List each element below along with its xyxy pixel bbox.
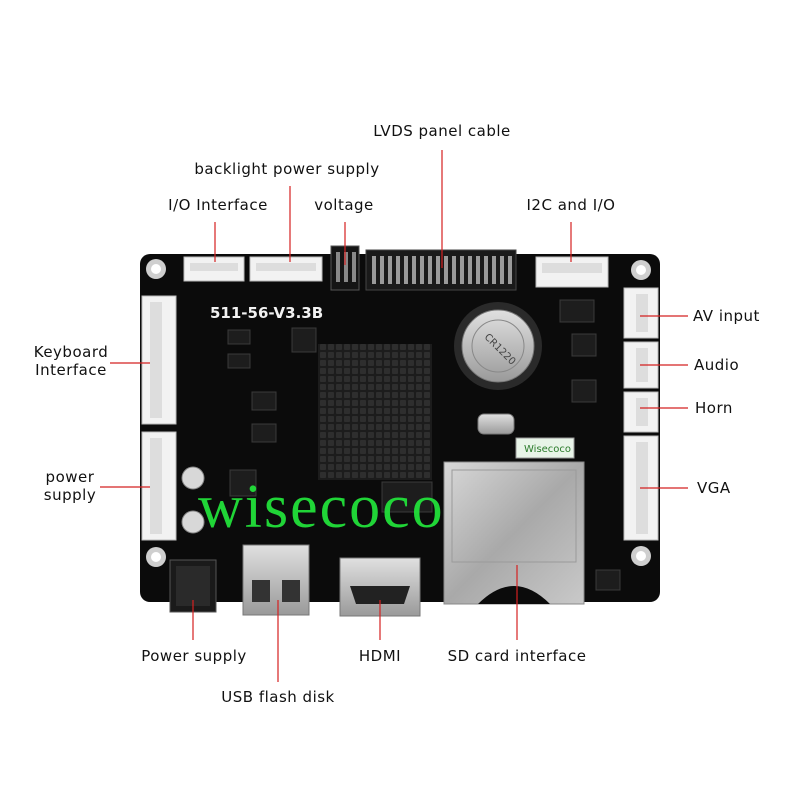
i2c-connector: [535, 256, 609, 288]
label-backlight-power-supply: backlight power supply: [194, 160, 380, 178]
label-vga: VGA: [697, 479, 731, 497]
silk-logo-box: [515, 437, 575, 459]
crystal: [477, 413, 515, 435]
label-keyboard-interface: Keyboard Interface: [33, 343, 109, 379]
board-model-text: 511-56-V3.3B: [210, 304, 323, 322]
heatsink: [318, 344, 432, 480]
label-i2c-and-io: I2C and I/O: [526, 196, 616, 214]
keyboard-connector: [141, 295, 177, 425]
label-sd-card-interface: SD card interface: [447, 647, 587, 665]
label-audio: Audio: [694, 356, 740, 374]
capacitors: [181, 466, 205, 534]
leader-lines: [100, 150, 688, 682]
small-components: [227, 299, 621, 591]
lvds-header: [365, 249, 517, 291]
label-voltage: voltage: [314, 196, 374, 214]
label-hdmi: HDMI: [358, 647, 402, 665]
label-power-supply-left: power supply: [43, 468, 97, 504]
label-av-input: AV input: [693, 307, 760, 325]
sd-card-slot: [443, 461, 585, 605]
label-horn: Horn: [695, 399, 733, 417]
usb-port: [242, 544, 310, 616]
label-io-interface: I/O Interface: [168, 196, 268, 214]
io-interface-connector: [183, 256, 245, 282]
coin-battery: [454, 302, 542, 390]
horn-connector: [623, 391, 659, 433]
label-lvds-panel-cable: LVDS panel cable: [373, 122, 511, 140]
watermark: wisecoco: [198, 473, 445, 541]
av-input-connector: [623, 287, 659, 339]
label-power-supply-bottom: Power supply: [141, 647, 247, 665]
backlight-connector: [249, 256, 323, 282]
mounting-holes: [146, 259, 651, 567]
power-supply-connector-left: [141, 431, 177, 541]
label-usb-flash-disk: USB flash disk: [221, 688, 335, 706]
power-jack: [169, 559, 217, 613]
silk-logo-text: Wisecoco: [524, 444, 571, 455]
